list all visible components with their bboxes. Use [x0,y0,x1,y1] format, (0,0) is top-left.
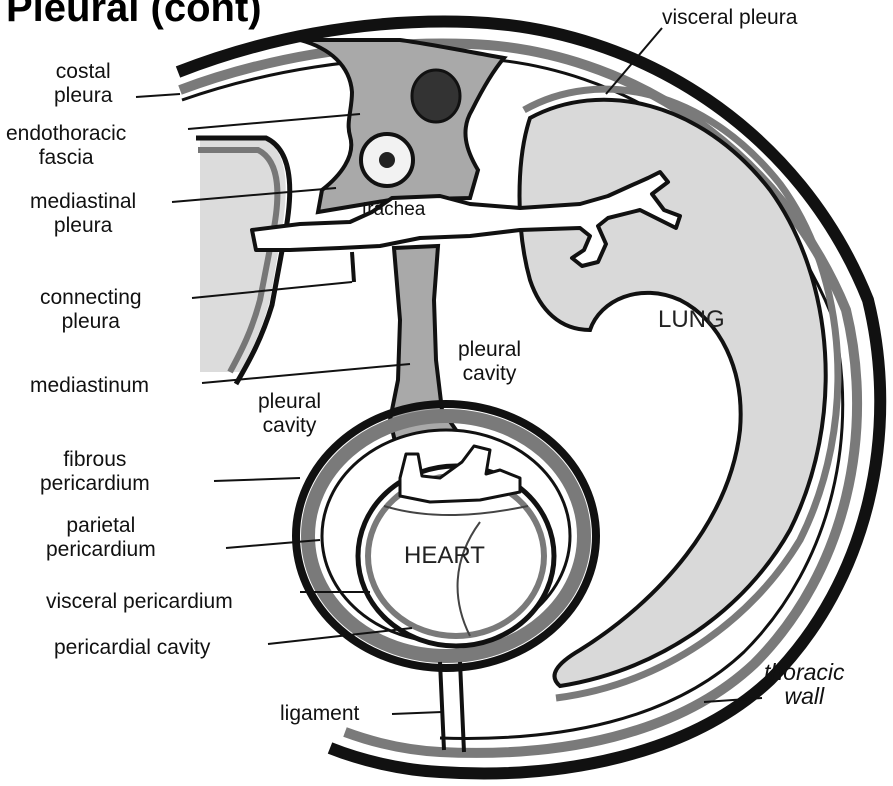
esophagus-lumen [379,152,395,168]
label-mediastinum-text: mediastinum [30,374,149,398]
label-lung-text: LUNG [658,308,725,332]
pointer-ligament [392,712,442,714]
label-endothoracic-fascia-line2: fascia [6,146,126,170]
label-ligament-text: ligament [280,702,359,726]
label-mediastinum: mediastinum [30,374,149,398]
label-connecting-pleura-line1: connecting [40,286,142,310]
label-heart-text: HEART [404,544,485,568]
label-visceral-pericardium-text: visceral pericardium [46,590,233,614]
label-fibrous-pericardium-line2: pericardium [40,472,150,496]
label-thoracic-wall-line1: thoracic [764,660,845,684]
label-endothoracic-fascia: endothoracic fascia [6,122,126,170]
label-endothoracic-fascia-line1: endothoracic [6,122,126,146]
label-pericardial-cavity: pericardial cavity [54,636,210,660]
label-costal-pleura: costal pleura [54,60,112,108]
aorta [412,70,460,122]
label-pericardial-cavity-text: pericardial cavity [54,636,210,660]
label-pleural-cavity-right-line1: pleural [458,338,521,362]
label-visceral-pleura-text: visceral pleura [662,6,797,30]
diagram-title: Pleural (cont) [6,0,262,31]
label-mediastinal-pleura-line1: mediastinal [30,190,136,214]
label-mediastinal-pleura-line2: pleura [30,214,136,238]
label-pleural-cavity-left: pleural cavity [258,390,321,438]
label-visceral-pericardium: visceral pericardium [46,590,233,614]
label-pleural-cavity-left-line1: pleural [258,390,321,414]
label-fibrous-pericardium: fibrous pericardium [40,448,150,496]
label-parietal-pericardium-line1: parietal [46,514,156,538]
label-pleural-cavity-left-line2: cavity [258,414,321,438]
label-trachea-text: trachea [362,198,425,222]
label-thoracic-wall: thoracic wall [764,660,845,708]
label-heart: HEART [404,544,485,568]
label-lung: LUNG [658,308,725,332]
label-connecting-pleura-line2: pleura [40,310,142,334]
pointer-fibrous-pericardium [214,478,300,481]
pointer-endothoracic-fascia [188,114,360,129]
label-pleural-cavity-right-line2: cavity [458,362,521,386]
label-costal-pleura-line1: costal [54,60,112,84]
connecting-pleura-left [352,252,354,282]
label-parietal-pericardium: parietal pericardium [46,514,156,562]
label-thoracic-wall-line2: wall [764,684,845,708]
label-mediastinal-pleura: mediastinal pleura [30,190,136,238]
label-parietal-pericardium-line2: pericardium [46,538,156,562]
label-trachea: trachea [362,198,425,222]
label-ligament: ligament [280,702,359,726]
pointer-costal-pleura [136,94,180,97]
label-visceral-pleura: visceral pleura [662,6,797,30]
label-connecting-pleura: connecting pleura [40,286,142,334]
label-pleural-cavity-right: pleural cavity [458,338,521,386]
label-costal-pleura-line2: pleura [54,84,112,108]
label-fibrous-pericardium-line1: fibrous [40,448,150,472]
